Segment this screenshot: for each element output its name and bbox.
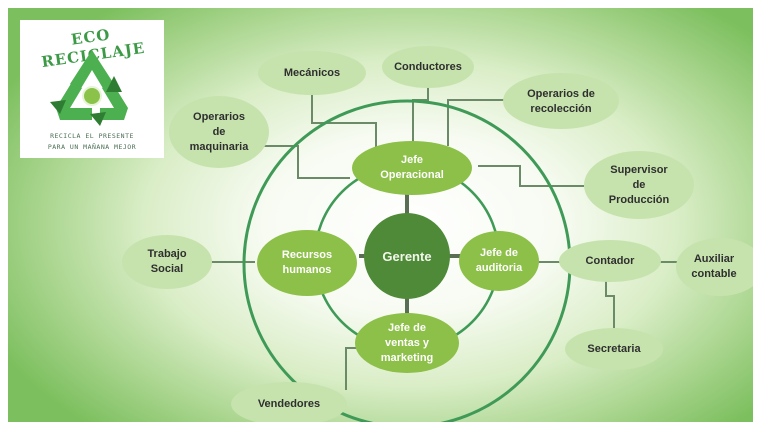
outer-nodes [122, 46, 753, 422]
node-vendedores [231, 382, 347, 422]
org-chart-slide: ECO RECICLAJE RECICLA EL PRESENTE PARA U… [8, 8, 753, 422]
connector-contador-secretaria [605, 278, 615, 330]
eco-reciclaje-logo: ECO RECICLAJE RECICLA EL PRESENTE PARA U… [20, 20, 164, 158]
recycle-arrow-top [70, 50, 114, 90]
node-secretaria [565, 328, 663, 370]
node-operarios-recoleccion [503, 73, 619, 129]
connector-operarios-maquinaria [258, 145, 350, 179]
recycle-arrow-left [56, 82, 92, 120]
org-chart-diagram [122, 46, 753, 422]
node-jefe-operacional [352, 141, 472, 195]
recycle-arrowhead-1 [106, 76, 122, 92]
recycle-icon [50, 50, 128, 126]
logo-tagline-2: PARA UN MAÑANA MEJOR [47, 143, 137, 151]
inner-nodes [257, 141, 539, 373]
logo-tagline-1: RECICLA EL PRESENTE [50, 132, 134, 140]
recycle-arrowhead-3 [90, 112, 106, 126]
recycle-arrowhead-2 [50, 100, 66, 114]
node-contador [559, 240, 661, 282]
connector-supervisor [478, 165, 584, 187]
connector-conductores [412, 82, 429, 146]
connector-operarios-recoleccion [447, 99, 505, 146]
node-gerente [364, 213, 450, 299]
connector-mecanicos [311, 94, 377, 150]
connector-lines [209, 82, 680, 390]
node-supervisor-produccion [584, 151, 694, 219]
node-operarios-maquinaria [169, 96, 269, 168]
node-mecanicos [258, 51, 366, 95]
node-auxiliar-contable [676, 238, 753, 296]
node-recursos-humanos [257, 230, 357, 296]
node-trabajo-social [122, 235, 212, 289]
node-jefe-ventas [355, 313, 459, 373]
node-conductores [382, 46, 474, 88]
node-jefe-auditoria [459, 231, 539, 291]
drop-icon [82, 86, 102, 106]
